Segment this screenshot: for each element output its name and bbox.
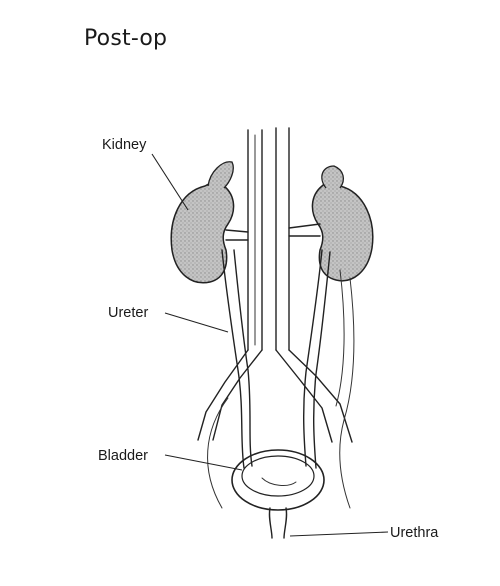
right-ureter bbox=[302, 249, 331, 469]
left-ureter bbox=[221, 249, 253, 469]
urethra bbox=[268, 507, 288, 539]
ureter-leader bbox=[164, 312, 229, 333]
bladder bbox=[231, 449, 325, 511]
kidney-label: Kidney bbox=[102, 137, 147, 153]
page-title: Post-op bbox=[84, 26, 168, 51]
bladder-leader bbox=[164, 454, 243, 471]
pelvic-outline bbox=[207, 269, 355, 509]
renal-vessels bbox=[225, 223, 321, 241]
kidney-leader bbox=[151, 153, 189, 211]
right-kidney bbox=[311, 165, 374, 282]
central-vessels bbox=[197, 127, 353, 443]
urethra-label: Urethra bbox=[390, 525, 439, 541]
ureter-label: Ureter bbox=[108, 305, 148, 321]
urethra-leader bbox=[289, 531, 389, 537]
bladder-label: Bladder bbox=[98, 448, 148, 464]
